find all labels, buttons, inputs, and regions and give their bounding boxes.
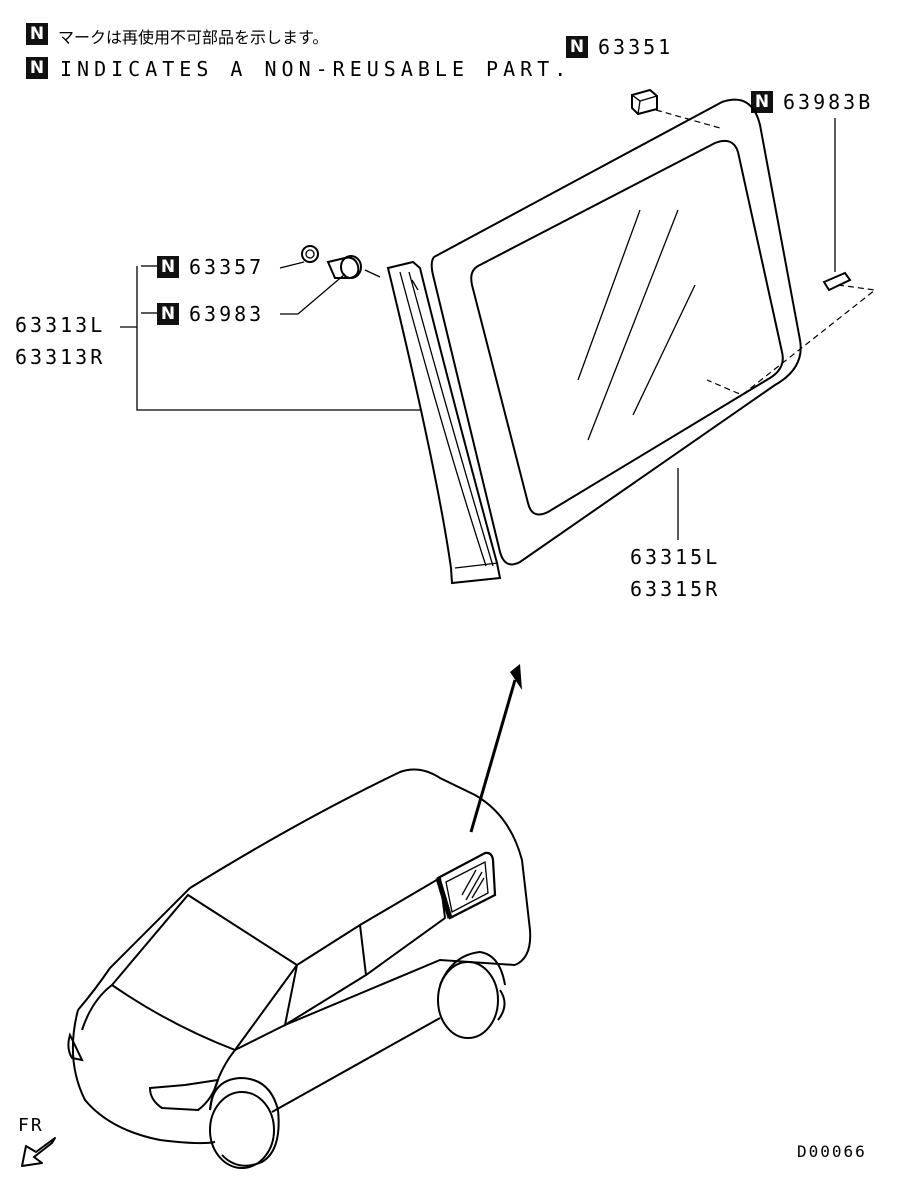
drawing-code: D00066	[797, 1142, 867, 1161]
part-label-63351: 63351	[598, 35, 674, 59]
legend-note-japanese: マークは再使用不可部品を示します。	[58, 28, 329, 47]
quarter-window-inner-edge	[470, 139, 784, 516]
non-reusable-badge: N	[26, 23, 48, 45]
clip-63983	[326, 255, 362, 279]
spacer-63983b	[822, 271, 852, 292]
non-reusable-badge: N	[157, 256, 179, 278]
quarter-window-glass	[430, 98, 802, 566]
front-direction-arrow	[21, 1137, 56, 1167]
non-reusable-badge: N	[566, 36, 588, 58]
vehicle-illustration	[67, 768, 532, 1169]
front-direction-label: FR	[18, 1115, 44, 1136]
detail-arrow	[469, 664, 522, 833]
part-label-63983: 63983	[189, 302, 265, 326]
part-label-63313l: 63313L	[15, 313, 106, 337]
non-reusable-badge: N	[751, 91, 773, 113]
legend-note-english: INDICATES A NON-REUSABLE PART.	[60, 57, 572, 81]
part-label-63315l: 63315L	[630, 545, 721, 569]
part-label-63983b: 63983B	[783, 90, 874, 114]
nut-63357	[301, 245, 319, 263]
part-label-63313r: 63313R	[15, 345, 106, 369]
glass-reflection-lines	[577, 209, 696, 441]
part-label-63315r: 63315R	[630, 577, 721, 601]
clip-63351	[631, 88, 658, 116]
non-reusable-badge: N	[157, 303, 179, 325]
pillar-garnish	[386, 260, 502, 585]
non-reusable-badge: N	[26, 57, 48, 79]
part-label-63357: 63357	[189, 255, 265, 279]
